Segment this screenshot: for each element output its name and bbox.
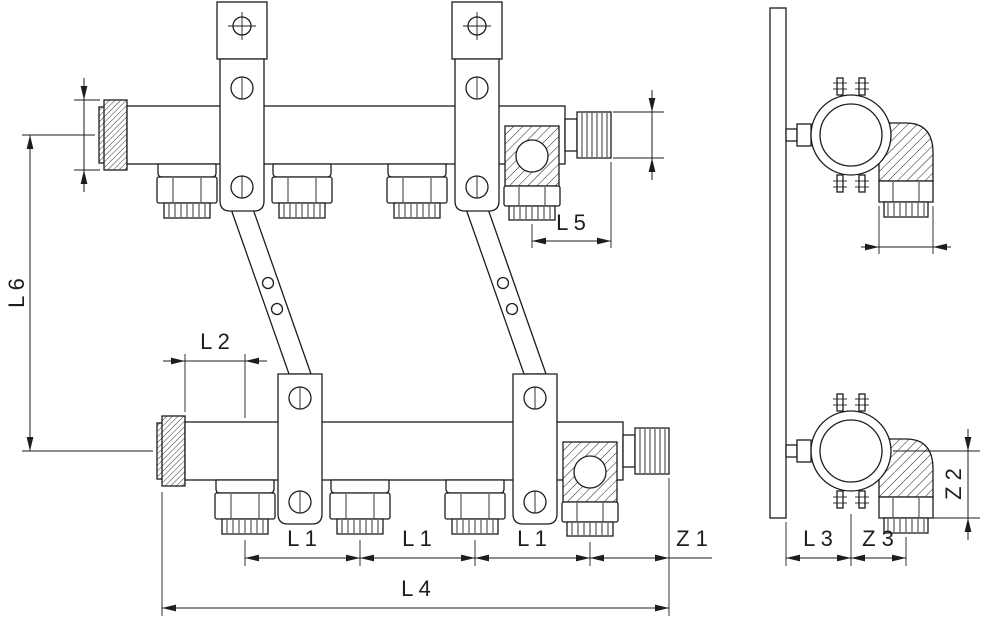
dimension-l4: L 4 (161, 492, 669, 616)
dim-label-l2: L 2 (200, 329, 230, 354)
front-view (98, 1, 670, 537)
dim-label-l6: L 6 (4, 278, 29, 308)
top-valve-outlet (503, 125, 561, 221)
pipe-clamp-top (785, 77, 934, 218)
dim-label-z1: Z 1 (676, 526, 708, 551)
dim-label-z3: Z 3 (862, 526, 894, 551)
support-strap-left (230, 208, 312, 375)
dimension-l3-z3: L 3 Z 3 (785, 514, 907, 566)
dimension-l6: L 6 (4, 134, 153, 452)
dimension-z1: Z 1 (590, 478, 712, 616)
dim-label-l1-third: L 1 (517, 526, 547, 551)
wall-rail-plate (769, 7, 787, 519)
dimension-annotations: L 6 L 5 L 2 (4, 78, 980, 616)
dimension-l1-row: L 1 L 1 L 1 (244, 526, 591, 566)
dim-label-l1-second: L 1 (402, 526, 432, 551)
clamp-bracket-left (277, 373, 323, 525)
bottom-outlet-3 (444, 479, 506, 535)
bottom-valve-outlet (561, 441, 619, 537)
dimension-thread-height (613, 90, 664, 180)
dim-label-l4: L 4 (401, 576, 431, 601)
mounting-bracket-left (216, 1, 268, 212)
dimension-cap-height (74, 78, 100, 192)
bottom-outlet-2 (329, 479, 391, 535)
dimension-side-port-width (861, 206, 951, 254)
clamp-bracket-right (512, 373, 558, 525)
dim-label-l1-first: L 1 (287, 526, 317, 551)
top-rail (98, 99, 612, 171)
pipe-clamp-bottom (785, 393, 934, 534)
top-outlet-2 (271, 163, 333, 219)
dim-label-l3: L 3 (803, 526, 833, 551)
side-view (769, 7, 934, 534)
dimension-l2: L 2 (163, 329, 267, 418)
bottom-outlet-1 (214, 479, 276, 535)
top-outlet-1 (156, 163, 218, 219)
mounting-bracket-right (451, 1, 503, 212)
dim-label-z2: Z 2 (941, 468, 966, 500)
dimension-l5: L 5 (531, 162, 612, 248)
top-outlet-3 (386, 163, 448, 219)
dim-label-l5: L 5 (556, 210, 586, 235)
dimension-z2: Z 2 (880, 429, 980, 540)
support-strap-right (465, 208, 547, 375)
